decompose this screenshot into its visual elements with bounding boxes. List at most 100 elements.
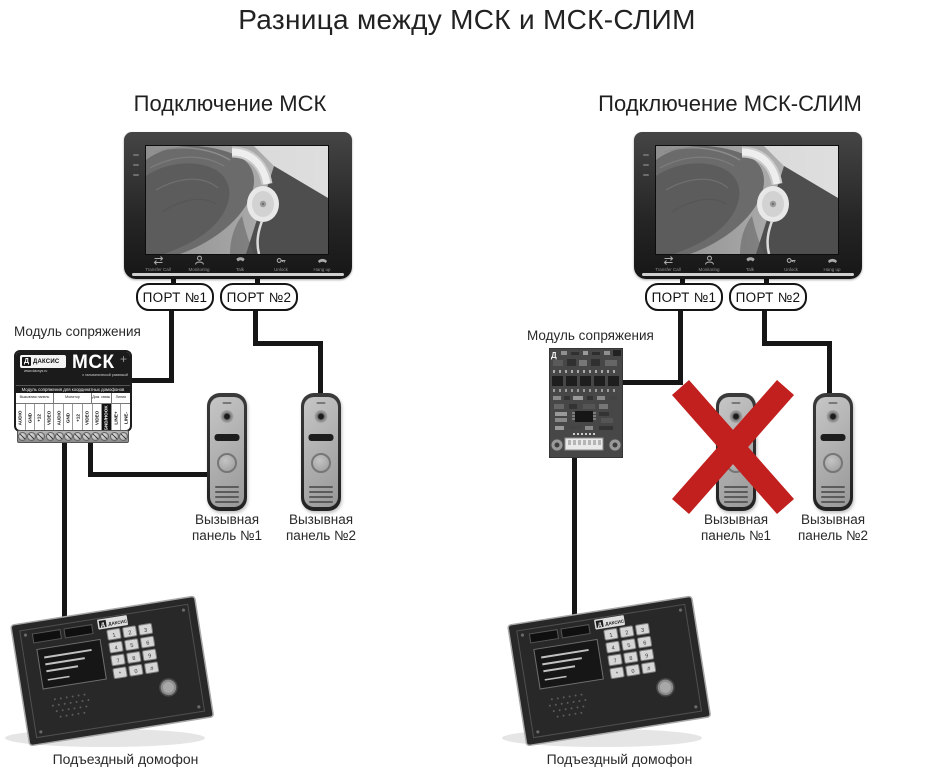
key: 8: [629, 656, 633, 662]
wire-segment: [169, 306, 174, 383]
page-title: Разница между МСК и МСК-СЛИМ: [238, 4, 696, 35]
speaker-grille: [215, 486, 239, 503]
speaker-grille: [821, 486, 845, 503]
terminal: +12: [73, 404, 84, 430]
pcb-board: Д: [548, 347, 624, 459]
button-label: Monitoring: [698, 267, 720, 272]
key: 4: [114, 645, 118, 651]
module-model: МСК: [72, 352, 115, 373]
transfer-call-icon: [663, 256, 673, 265]
wire-segment: [762, 306, 767, 346]
terminal-section-headers: Вызывная панель Монитор Дом. связь Линия: [16, 393, 130, 404]
intercom-logo-text: ДАКСИС: [605, 618, 625, 626]
camera-lens: [826, 410, 840, 423]
pcb-logo-letter: Д: [551, 351, 557, 360]
key: 9: [645, 653, 649, 659]
call-button[interactable]: [311, 453, 331, 473]
call-panel-1-left: [207, 393, 247, 511]
port1-badge-left: ПОРТ №1: [136, 283, 214, 311]
key: *: [616, 671, 620, 677]
wire-segment: [88, 472, 212, 477]
wire-segment: [253, 306, 258, 346]
unlock-button[interactable]: Unlock: [771, 255, 811, 272]
hang-up-icon: [827, 258, 837, 263]
mic-slit: [828, 402, 838, 404]
key: #: [150, 666, 155, 673]
transfer-call-button[interactable]: Transfer Call: [138, 255, 178, 272]
call-button[interactable]: [823, 453, 843, 473]
section-monitor: Монитор: [54, 393, 92, 403]
intercom-display: [36, 638, 107, 690]
terminal: AUDIO: [54, 404, 64, 430]
camera-lens: [314, 410, 328, 423]
transfer-call-button[interactable]: Transfer Call: [648, 255, 688, 272]
unlock-key-icon: [786, 258, 795, 263]
module-note: с гальванической развязкой: [82, 373, 128, 377]
talk-button[interactable]: Talk: [220, 255, 260, 272]
unlock-key-icon: [276, 258, 285, 263]
screen-photo-headphones: [146, 146, 328, 254]
port1-badge-right: ПОРТ №1: [645, 283, 723, 311]
screw: [82, 432, 92, 441]
msk-module-header: Д ДАКСИС www.dacsys.ru МСК + с гальванич…: [16, 352, 130, 393]
bezel-led: [133, 154, 139, 156]
panel2-caption-left: Вызывная панель №2: [286, 512, 356, 544]
hang-up-button[interactable]: Hang up: [812, 255, 852, 272]
module-caption-left: Модуль сопряжения: [14, 324, 141, 339]
screw: [91, 432, 101, 441]
msk-slim-pcb-module: Д: [548, 347, 624, 463]
wire-segment: [62, 441, 67, 624]
section-call-panel: Вызывная панель: [16, 393, 54, 403]
terminal: VIDEO: [83, 404, 93, 430]
brand-name: ДАКСИС: [33, 358, 60, 365]
call-button[interactable]: [217, 453, 237, 473]
monitoring-button[interactable]: Monitoring: [689, 255, 729, 272]
wire-segment: [827, 341, 832, 397]
key: 3: [144, 628, 148, 634]
monitoring-icon: [194, 255, 204, 265]
terminal: VIDEO: [45, 404, 55, 430]
unlock-button[interactable]: Unlock: [261, 255, 301, 272]
monitoring-button[interactable]: Monitoring: [179, 255, 219, 272]
bezel-led: [643, 164, 649, 166]
wire-segment: [128, 378, 174, 383]
button-label: Transfer Call: [655, 267, 681, 272]
speaker-grille: [724, 486, 748, 503]
video-monitor-msk: Transfer Call Monitoring Talk Unlock Han…: [124, 132, 352, 279]
key: 6: [643, 640, 647, 646]
button-label: Talk: [745, 267, 754, 272]
plus-registration-mark: +: [119, 352, 127, 366]
wire-segment: [764, 278, 769, 284]
screw: [109, 432, 119, 441]
screen-photo-headphones: [656, 146, 838, 254]
wire-segment: [680, 278, 685, 284]
wire-segment: [620, 380, 683, 385]
section-house-line: Дом. связь: [92, 393, 112, 403]
key: 6: [146, 640, 150, 646]
button-label: Hang up: [313, 267, 331, 272]
speaker-grille: [309, 486, 333, 503]
key: 9: [148, 653, 152, 659]
talk-icon: [236, 257, 244, 262]
port2-badge-right: ПОРТ №2: [729, 283, 807, 311]
screw: [27, 432, 37, 441]
speaker-dots: [51, 693, 90, 718]
hang-up-button[interactable]: Hang up: [302, 255, 342, 272]
wire-segment: [255, 278, 260, 284]
button-label: Hang up: [823, 267, 841, 272]
monitor-touch-buttons: Transfer Call Monitoring Talk Unlock Han…: [138, 255, 342, 272]
brand-website: www.dacsys.ru: [24, 369, 48, 373]
key: 4: [611, 645, 615, 651]
talk-button[interactable]: Talk: [730, 255, 770, 272]
intercom-logo-letter: Д: [598, 622, 603, 629]
screw: [63, 432, 73, 441]
monitor-bottom-strip: [642, 273, 854, 276]
bezel-led: [133, 164, 139, 166]
key: 2: [128, 630, 132, 636]
